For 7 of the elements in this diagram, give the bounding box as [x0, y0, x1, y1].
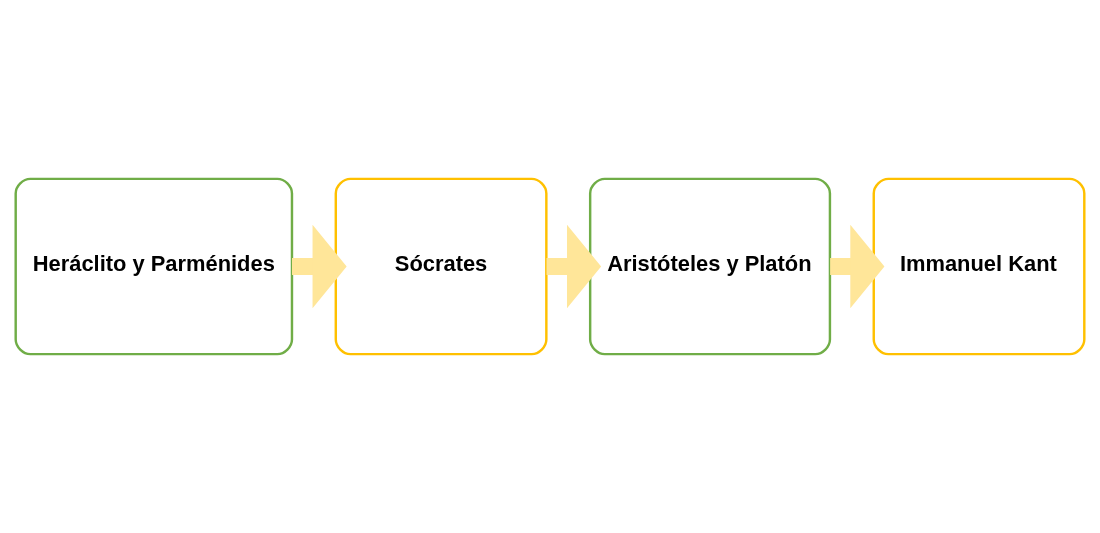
arrow [292, 224, 347, 309]
arrow [830, 224, 885, 309]
node-box: Immanuel Kant [872, 177, 1086, 356]
arrow [546, 224, 602, 309]
node-box: Heráclito y Parménides [14, 177, 294, 356]
node-box: Aristóteles y Platón [588, 177, 832, 356]
node-box: Sócrates [334, 177, 548, 356]
